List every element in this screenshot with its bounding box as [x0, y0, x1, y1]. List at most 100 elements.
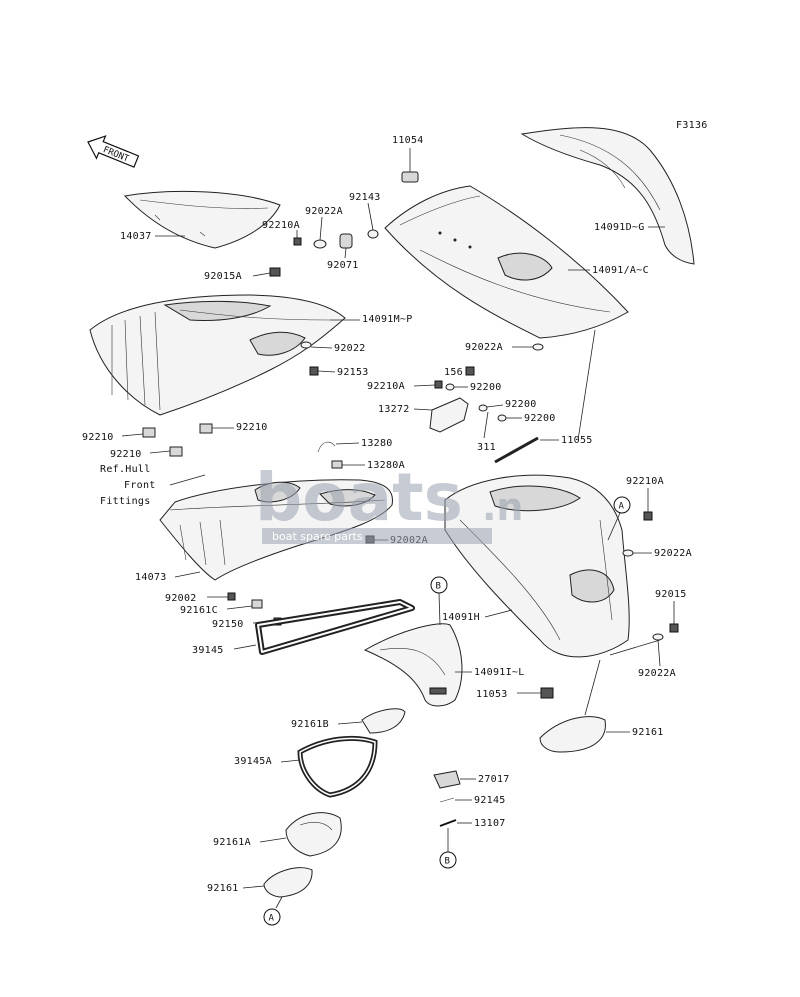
label-13272: 13272 — [378, 404, 410, 415]
part-92022A-washer — [313, 239, 327, 249]
part-92200-washer-2 — [478, 404, 488, 412]
label-92161B: 92161B — [291, 719, 329, 730]
ref-hull-line2: Front — [124, 480, 156, 491]
leader-39145 — [233, 644, 257, 650]
figure-code: F3136 — [676, 120, 708, 131]
part-92143-collar — [367, 229, 379, 239]
part-14037-cover — [123, 190, 281, 249]
ref-callout-A-lower: A — [263, 896, 283, 926]
part-92153-bolt — [309, 366, 319, 376]
part-92161B-pad — [361, 708, 406, 734]
label-92210A-1: 92210A — [262, 220, 300, 231]
leader-39145A — [280, 759, 301, 763]
leader-92161-1-link — [584, 659, 601, 716]
label-27017: 27017 — [478, 774, 510, 785]
leader-92200-2 — [486, 404, 504, 408]
part-92161-pad-2 — [263, 867, 313, 898]
part-14091IL-cushion — [363, 623, 463, 707]
part-92015A-nut — [269, 267, 281, 277]
label-92143: 92143 — [349, 192, 381, 203]
label-92200-3: 92200 — [524, 413, 556, 424]
label-13280A: 13280A — [367, 460, 405, 471]
part-92210A-nut-2 — [434, 380, 443, 389]
label-92150: 92150 — [212, 619, 244, 630]
leader-92153 — [317, 370, 336, 373]
part-156-bolt — [465, 366, 475, 376]
leader-13272 — [413, 408, 433, 411]
watermark-subtitle: boat spare parts — [272, 530, 363, 543]
leader-92161C — [226, 605, 253, 610]
front-arrow-icon: FRONT — [87, 135, 140, 168]
ref-hull-line1: Ref.Hull — [100, 464, 151, 475]
watermark-text: boats — [255, 459, 463, 536]
label-92161-2: 92161 — [207, 883, 239, 894]
part-13107-pin — [439, 819, 457, 827]
leader-14091H — [484, 609, 513, 618]
ref-callout-A-upper: A — [607, 496, 631, 541]
part-13280A-plate — [331, 460, 343, 469]
part-92161A-pad — [285, 812, 342, 857]
ref-hull-line3: Fittings — [100, 496, 151, 507]
leader-bin-link — [609, 639, 661, 656]
label-14091AC: 14091/A~C — [592, 265, 649, 276]
part-13280-spring — [317, 441, 336, 453]
label-11055: 11055 — [561, 435, 593, 446]
ref-B-upper-letter: B — [436, 582, 441, 592]
part-39145-gasket — [255, 599, 415, 655]
leader-92161A — [259, 837, 287, 843]
leader-92015A — [252, 272, 271, 277]
leader-92161-2 — [242, 885, 265, 889]
part-92022A-washer-3 — [622, 549, 634, 557]
leader-311-stem — [483, 411, 489, 439]
label-92153: 92153 — [337, 367, 369, 378]
label-11053: 11053 — [476, 689, 508, 700]
part-92015-nut — [669, 623, 679, 633]
leader-92210A-2 — [413, 384, 436, 387]
label-92002: 92002 — [165, 593, 197, 604]
label-92161A: 92161A — [213, 837, 251, 848]
label-92210-2: 92210 — [236, 422, 268, 433]
part-27017-label — [433, 770, 461, 789]
label-311: 311 — [477, 442, 496, 453]
label-14037: 14037 — [120, 231, 152, 242]
part-11053-clip — [540, 687, 554, 699]
label-14073: 14073 — [135, 572, 167, 583]
label-92022A-1: 92022A — [305, 206, 343, 217]
leader-13280 — [335, 442, 360, 445]
part-92210A-nut-3 — [643, 511, 653, 521]
part-92210A-nut — [293, 237, 302, 246]
label-14091IL: 14091I~L — [474, 667, 525, 678]
part-92210-clip-3 — [169, 446, 183, 457]
label-92071: 92071 — [327, 260, 359, 271]
label-92022A-2: 92022A — [465, 342, 503, 353]
label-11054: 11054 — [392, 135, 424, 146]
part-92200-washer-3 — [497, 414, 507, 422]
ref-callout-B-upper: B — [430, 576, 448, 626]
part-13272-bracket — [429, 397, 469, 433]
leader-92143 — [367, 202, 374, 231]
label-156: 156 — [444, 367, 463, 378]
leader-92022A-1 — [319, 216, 323, 241]
part-14091DG-panel — [520, 127, 695, 265]
ref-B-lower-letter: B — [445, 857, 450, 867]
label-92161C: 92161C — [180, 605, 218, 616]
label-92200-2: 92200 — [505, 399, 537, 410]
part-11055-rod — [494, 436, 539, 464]
watermark-suffix: .n — [482, 485, 524, 529]
leader-92210-3 — [149, 450, 171, 454]
leader-14091AC-link — [577, 329, 596, 441]
label-92210A-3: 92210A — [626, 476, 664, 487]
label-14091MP: 14091M~P — [362, 314, 413, 325]
label-92210-1: 92210 — [82, 432, 114, 443]
label-92210A-2: 92210A — [367, 381, 405, 392]
part-92200-washer-1 — [445, 383, 455, 391]
label-14091H: 14091H — [442, 612, 480, 623]
leader-ref-hull — [169, 474, 206, 486]
leader-92161B — [337, 721, 363, 725]
part-92210-clip-1 — [142, 427, 156, 438]
label-13107: 13107 — [474, 818, 506, 829]
watermark-logo: boats .n boat spare parts — [255, 459, 524, 544]
label-39145: 39145 — [192, 645, 224, 656]
part-92145-spring — [439, 797, 455, 803]
